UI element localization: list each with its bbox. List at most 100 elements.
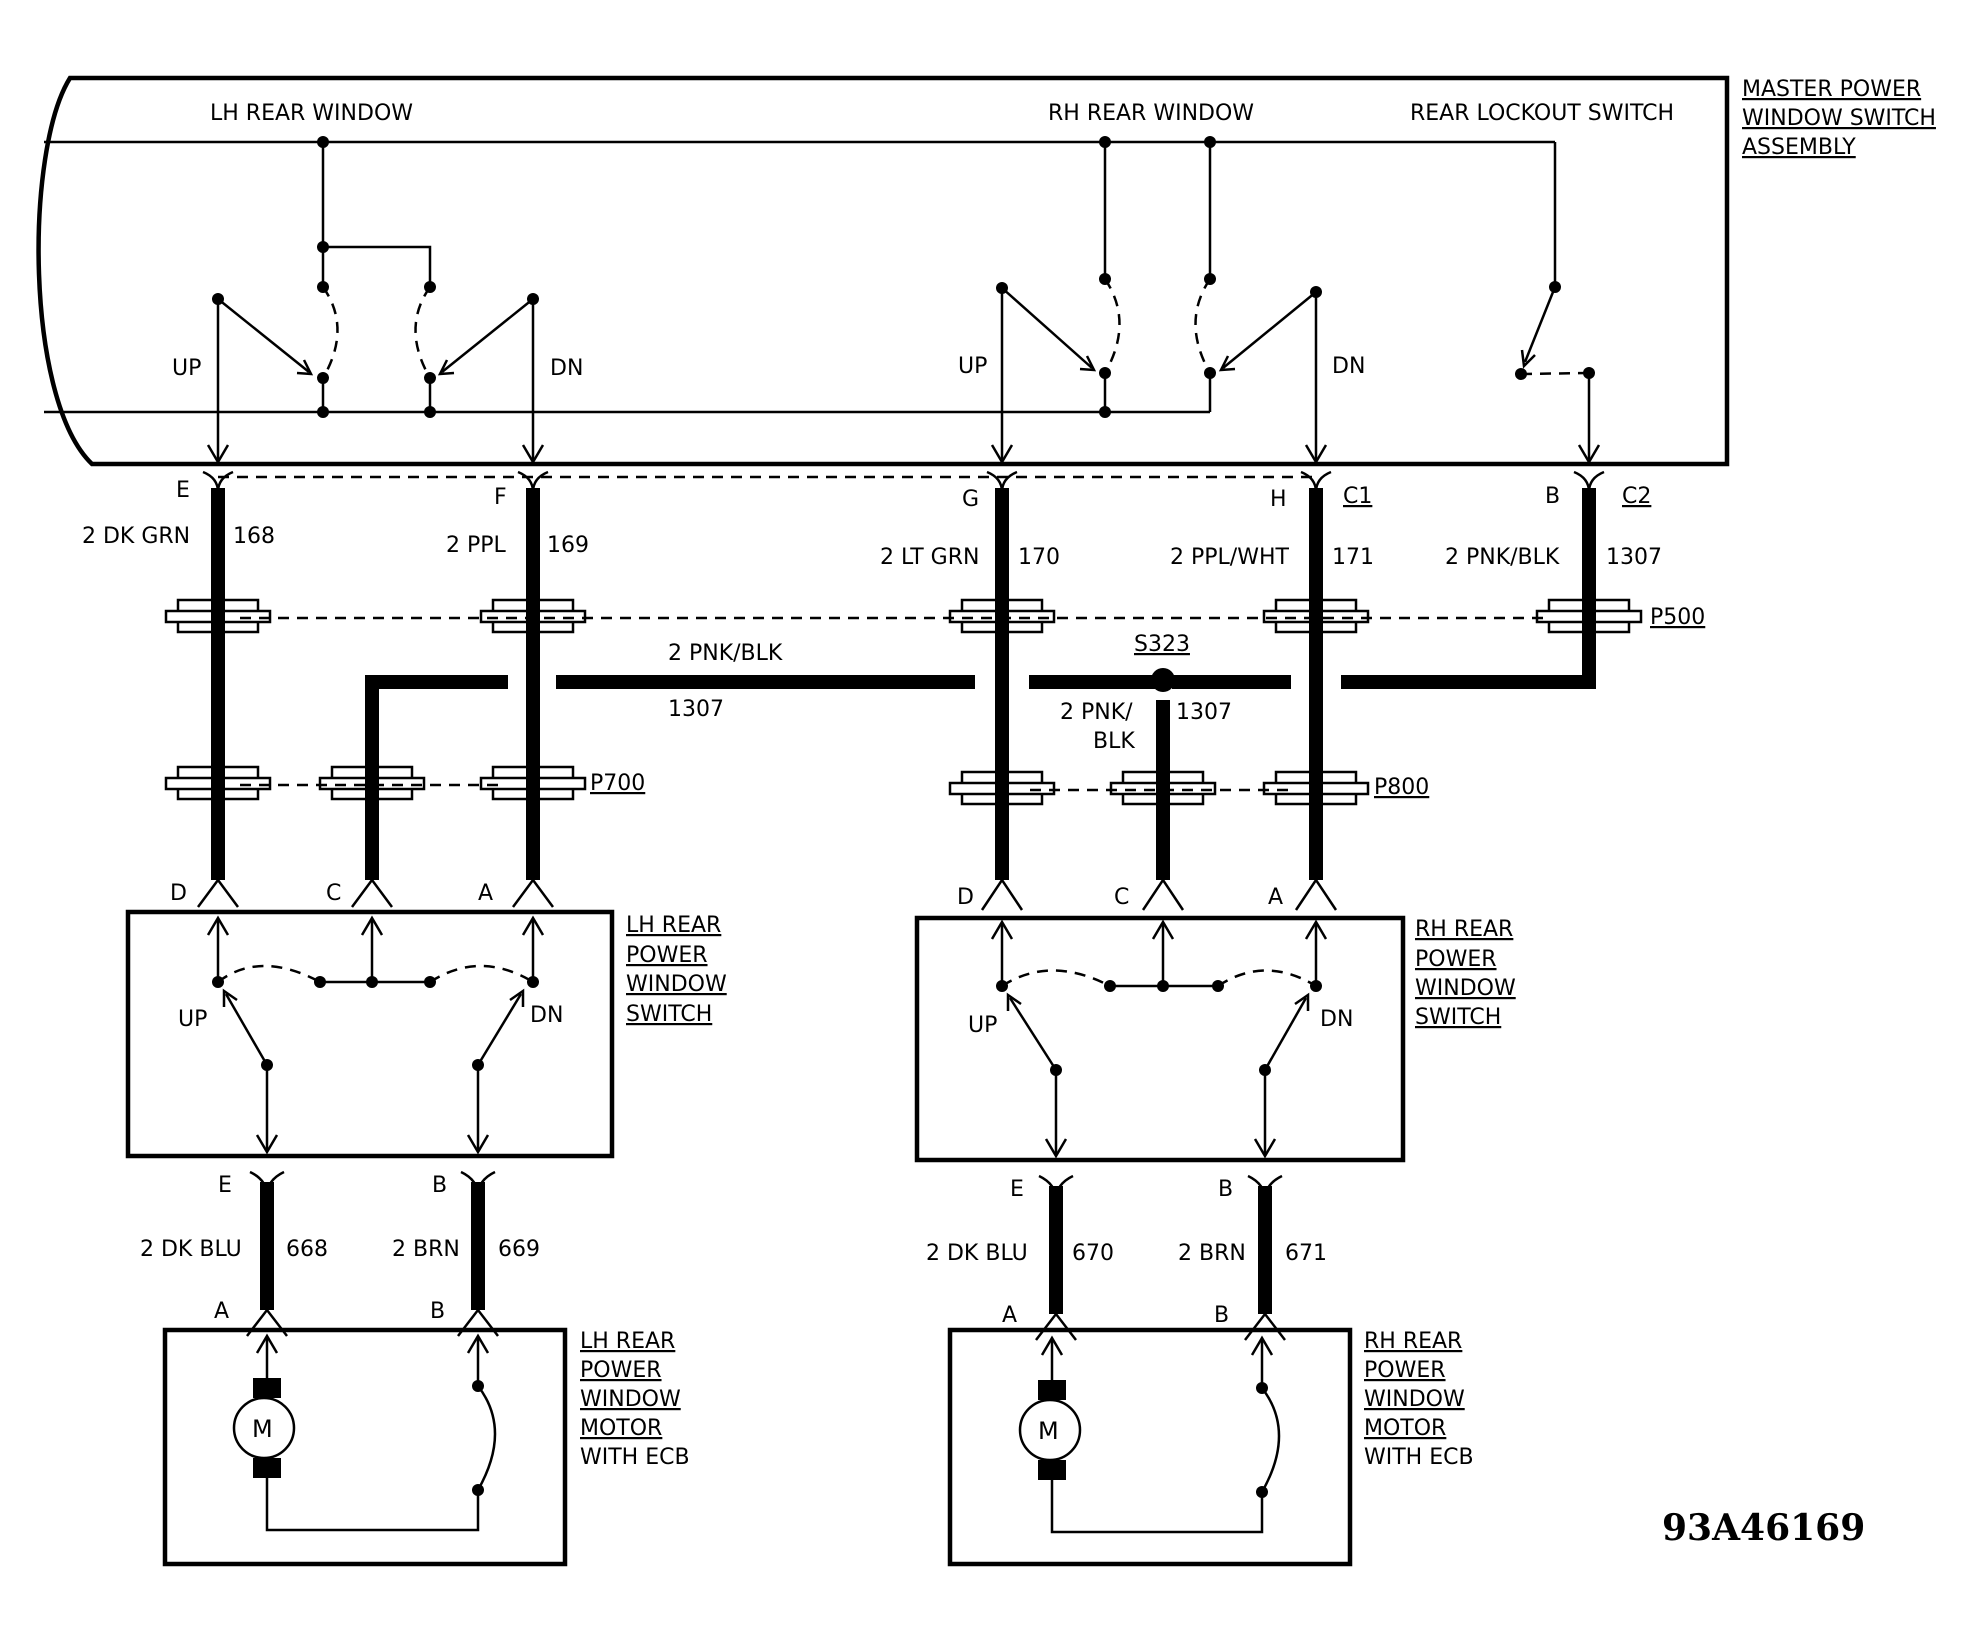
main-wires: [211, 488, 1596, 880]
wire-171-color: 2 PPL/WHT: [1170, 545, 1289, 570]
svg-text:LH REAR: LH REAR: [580, 1329, 675, 1354]
wire-671-color: 2 BRN: [1178, 1241, 1246, 1266]
lh-rear-window-switch: UP DN: [172, 136, 583, 465]
svg-text:A: A: [1268, 885, 1283, 910]
rh-rear-window-switch: UP DN: [958, 136, 1365, 465]
lh-rear-window-label: LH REAR WINDOW: [210, 101, 413, 126]
p500-label: P500: [1650, 605, 1705, 630]
lh-rear-switch-title: LH REAR POWER WINDOW SWITCH: [626, 913, 727, 1027]
svg-text:B: B: [1218, 1177, 1233, 1202]
svg-text:A: A: [214, 1299, 229, 1324]
svg-text:F: F: [494, 485, 507, 510]
svg-text:SWITCH: SWITCH: [626, 1002, 712, 1027]
svg-text:MOTOR: MOTOR: [580, 1416, 662, 1441]
p700-shell-1: [164, 765, 272, 801]
p800-shell-1: [948, 770, 1056, 806]
svg-text:RH REAR: RH REAR: [1364, 1329, 1462, 1354]
svg-text:G: G: [962, 487, 979, 512]
svg-text:C: C: [326, 881, 341, 906]
svg-text:POWER: POWER: [1364, 1358, 1446, 1383]
wire-668-color: 2 DK BLU: [140, 1237, 242, 1262]
svg-text:MOTOR: MOTOR: [1364, 1416, 1446, 1441]
switch-terminal-forks: D C A D C A: [170, 877, 1338, 911]
lh-motor-title: LH REAR POWER WINDOW MOTOR WITH ECB: [580, 1329, 690, 1470]
p500-shell-5: [1535, 598, 1643, 634]
svg-text:LH REAR: LH REAR: [626, 913, 721, 938]
rh-rear-switch-title: RH REAR POWER WINDOW SWITCH: [1415, 917, 1516, 1030]
p700-label: P700: [590, 771, 645, 796]
p800-label: P800: [1374, 775, 1429, 800]
svg-text:WINDOW: WINDOW: [1415, 976, 1516, 1001]
svg-text:POWER: POWER: [580, 1358, 662, 1383]
p500-shell-2: [479, 598, 587, 634]
svg-text:C: C: [1114, 885, 1129, 910]
master-switch-assembly: LH REAR WINDOW RH REAR WINDOW REAR LOCKO…: [36, 75, 1730, 467]
svg-text:WITH ECB: WITH ECB: [580, 1445, 690, 1470]
motor-wires: E B A B E B A B 2 DK BLU 668 2 BRN 669 2…: [140, 1170, 1327, 1341]
master-assembly-title: MASTER POWER WINDOW SWITCH ASSEMBLY: [1742, 77, 1936, 160]
wire-171-circuit: 171: [1332, 545, 1374, 570]
rh-up-label: UP: [958, 354, 987, 379]
rh-motor-title: RH REAR POWER WINDOW MOTOR WITH ECB: [1364, 1329, 1474, 1470]
lh-rear-power-window-switch: UP DN: [125, 909, 615, 1159]
p500-shell-1: [164, 598, 272, 634]
svg-text:RH REAR: RH REAR: [1415, 917, 1513, 942]
p500-shell-4: [1262, 598, 1370, 634]
svg-text:E: E: [176, 478, 190, 503]
wire-670-circuit: 670: [1072, 1241, 1114, 1266]
svg-text:H: H: [1270, 487, 1287, 512]
svg-text:C1: C1: [1343, 484, 1372, 509]
wire-170-color: 2 LT GRN: [880, 545, 979, 570]
lh-switch-up: UP: [178, 1007, 207, 1032]
svg-text:D: D: [957, 885, 974, 910]
splice-s323-label: S323: [1134, 632, 1190, 657]
svg-text:MASTER POWER: MASTER POWER: [1742, 77, 1921, 102]
lh-rear-power-window-motor: M: [162, 1327, 568, 1567]
svg-text:D: D: [170, 881, 187, 906]
svg-text:POWER: POWER: [626, 943, 708, 968]
svg-text:B: B: [1214, 1303, 1229, 1328]
wire-669-color: 2 BRN: [392, 1237, 460, 1262]
rear-lockout-switch-label: REAR LOCKOUT SWITCH: [1410, 101, 1674, 126]
svg-text:WINDOW: WINDOW: [626, 972, 727, 997]
svg-text:M: M: [1038, 1417, 1059, 1445]
wire-168-color: 2 DK GRN: [82, 524, 190, 549]
svg-text:B: B: [430, 1299, 445, 1324]
svg-text:C2: C2: [1622, 484, 1651, 509]
svg-text:E: E: [1010, 1177, 1024, 1202]
svg-text:E: E: [218, 1173, 232, 1198]
p800-shell-3: [1262, 770, 1370, 806]
wire-1307-color: 2 PNK/BLK: [1445, 545, 1560, 570]
p700-shell-3: [479, 765, 587, 801]
splice-feed-circuit: 1307: [668, 697, 724, 722]
wire-168-circuit: 168: [233, 524, 275, 549]
rear-lockout-switch: [1515, 142, 1601, 465]
svg-text:WINDOW: WINDOW: [580, 1387, 681, 1412]
p800-shell-2: [1109, 770, 1217, 806]
wire-169-color: 2 PPL: [446, 533, 507, 558]
splice-drop-color-1: 2 PNK/: [1060, 700, 1133, 725]
p500-shell-3: [948, 598, 1056, 634]
svg-text:B: B: [1545, 484, 1560, 509]
master-terminal-labels: E F G H C1 B C2: [176, 478, 1651, 512]
wire-1307-circuit: 1307: [1606, 545, 1662, 570]
rh-switch-up: UP: [968, 1013, 997, 1038]
wire-670-color: 2 DK BLU: [926, 1241, 1028, 1266]
master-terminal-forks: [202, 470, 1605, 493]
wire-669-circuit: 669: [498, 1237, 540, 1262]
connector-shells: P500 P700 P800: [164, 598, 1705, 806]
connector-dash-lines: [218, 475, 1548, 792]
splice-drop-circuit: 1307: [1176, 700, 1232, 725]
figure-id: 93A46169: [1662, 1507, 1865, 1549]
svg-text:ASSEMBLY: ASSEMBLY: [1742, 135, 1856, 160]
wire-labels: 2 DK GRN 168 2 PPL 169 2 LT GRN 170 2 PP…: [82, 524, 1662, 754]
rh-rear-power-window-motor: M: [947, 1327, 1353, 1567]
lh-up-label: UP: [172, 356, 201, 381]
svg-text:SWITCH: SWITCH: [1415, 1005, 1501, 1030]
wire-671-circuit: 671: [1285, 1241, 1327, 1266]
svg-text:A: A: [1002, 1303, 1017, 1328]
splice-drop-color-2: BLK: [1093, 729, 1135, 754]
svg-text:POWER: POWER: [1415, 947, 1497, 972]
rh-dn-label: DN: [1332, 354, 1365, 379]
lh-switch-dn: DN: [530, 1003, 563, 1028]
